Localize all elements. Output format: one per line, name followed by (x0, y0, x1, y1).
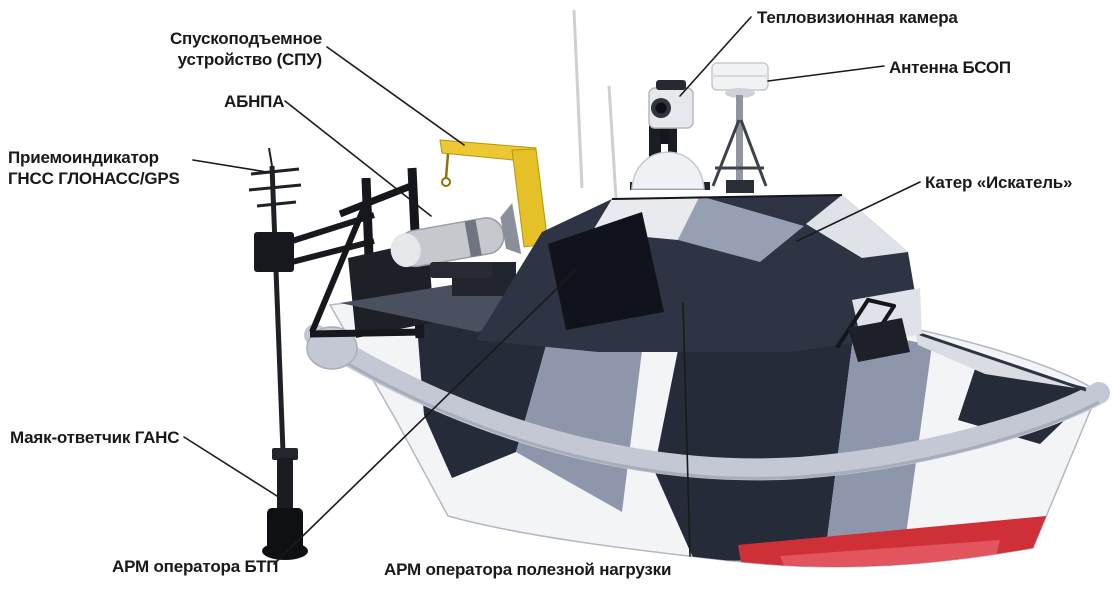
windshield (548, 212, 664, 330)
camo-pattern (415, 296, 1096, 567)
leader-antenna-bsop (767, 65, 885, 82)
label-arm-payload: АРМ оператора полезной нагрузки (384, 560, 672, 579)
leader-spu (326, 46, 465, 146)
leader-gnss (192, 159, 268, 173)
rub-rail (304, 324, 1110, 481)
label-spu-line1: Спускоподъемное (169, 29, 322, 48)
collar-stern-cap (306, 326, 358, 370)
label-abnpa: АБНПА (224, 92, 285, 111)
label-antenna-bsop: Антенна БСОП (889, 58, 1011, 77)
label-spu-line2: устройство (СПУ) (177, 50, 323, 69)
label-gnss: Приемоиндикатор ГНСС ГЛОНАСС/GPS (8, 147, 180, 189)
label-spu: Спускоподъемное устройство (СПУ) (132, 28, 322, 70)
whip-antenna-2 (607, 85, 618, 199)
helm-console (836, 298, 910, 362)
radome (631, 151, 705, 190)
label-arm-btp: АРМ оператора БТП (112, 557, 279, 576)
leader-arm-btp (273, 269, 577, 565)
hull (304, 292, 1110, 568)
leader-gans-beacon (183, 436, 278, 497)
label-boat: Катер «Искатель» (925, 173, 1073, 192)
whip-antenna-1 (572, 9, 584, 189)
leader-thermal-camera (679, 16, 752, 97)
label-thermal-camera: Тепловизионная камера (757, 8, 958, 27)
bsop-antenna-graphic (711, 62, 769, 193)
leader-abnpa (284, 100, 432, 217)
leader-lines (183, 16, 921, 565)
label-gnss-line1: Приемоиндикатор (8, 148, 159, 167)
gans-beacon-graphic (262, 448, 308, 560)
abnpa-auv-graphic (390, 202, 522, 278)
label-gnss-line2: ГНСС ГЛОНАСС/GPS (8, 169, 180, 188)
leader-boat (796, 181, 921, 242)
thermal-camera-graphic (648, 80, 694, 144)
label-gans-beacon: Маяк-ответчик ГАНС (10, 428, 180, 447)
leader-arm-payload (682, 302, 691, 557)
